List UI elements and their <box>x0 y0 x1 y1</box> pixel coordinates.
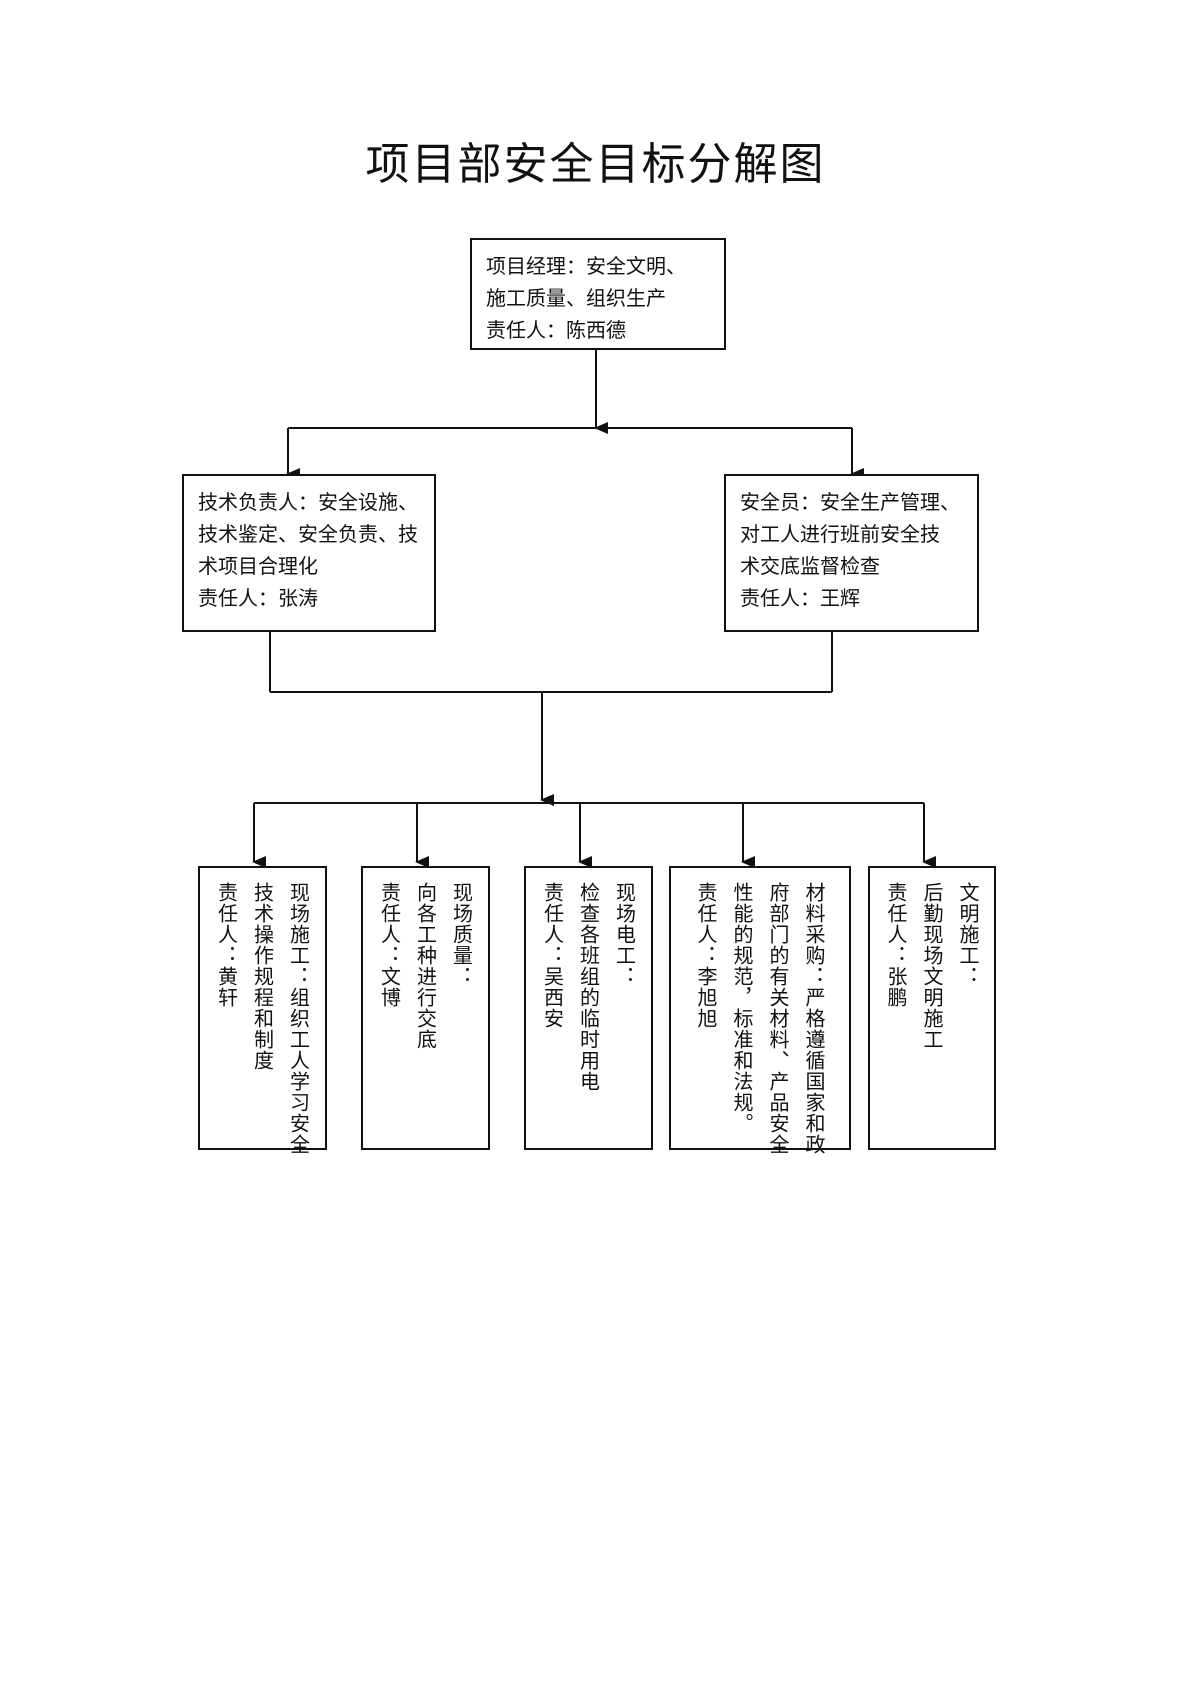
project-manager-line-3: 责任人：陈西德 <box>486 318 626 342</box>
safety-officer-line-2: 对工人进行班前安全技 <box>740 522 940 546</box>
technical-lead-line-1: 技术负责人：安全设施、 <box>198 490 418 514</box>
material-procurement-col-1: 材料采购：严格遵循国家和政 <box>802 882 826 1155</box>
site-quality-box: 现场质量： 向各工种进行交底 责任人：文博 <box>361 866 490 1150</box>
safety-officer-line-4: 责任人：王辉 <box>740 586 860 610</box>
site-electrician-box: 现场电工： 检查各班组的临时用电 责任人：吴西安 <box>524 866 653 1150</box>
technical-lead-line-4: 责任人：张涛 <box>198 586 318 610</box>
site-quality-col-1: 现场质量： <box>449 882 474 987</box>
project-manager-box: 项目经理：安全文明、 施工质量、组织生产 责任人：陈西德 <box>470 238 726 350</box>
site-quality-col-2: 向各工种进行交底 <box>413 882 438 1050</box>
site-electrician-col-1: 现场电工： <box>612 882 637 987</box>
site-construction-col-1: 现场施工：组织工人学习安全 <box>286 882 311 1155</box>
technical-lead-box: 技术负责人：安全设施、 技术鉴定、安全负责、技 术项目合理化 责任人：张涛 <box>182 474 436 632</box>
page-title: 项目部安全目标分解图 <box>365 139 826 190</box>
material-procurement-col-4: 责任人：李旭旭 <box>694 882 718 1029</box>
civilized-construction-col-2: 后勤现场文明施工 <box>920 882 944 1050</box>
safety-officer-box: 安全员：安全生产管理、 对工人进行班前安全技 术交底监督检查 责任人：王辉 <box>724 474 979 632</box>
material-procurement-box: 材料采购：严格遵循国家和政 府部门的有关材料、产品安全 性能的规范，标准和法规。… <box>669 866 851 1155</box>
site-quality-col-3: 责任人：文博 <box>377 882 402 1008</box>
site-electrician-col-3: 责任人：吴西安 <box>540 882 565 1029</box>
material-procurement-col-3: 性能的规范，标准和法规。 <box>730 882 754 1134</box>
technical-lead-line-3: 术项目合理化 <box>198 554 318 578</box>
safety-officer-line-1: 安全员：安全生产管理、 <box>740 490 960 514</box>
safety-officer-line-3: 术交底监督检查 <box>740 554 880 578</box>
site-construction-col-2: 技术操作规程和制度 <box>250 882 275 1071</box>
project-manager-line-2: 施工质量、组织生产 <box>486 286 666 310</box>
technical-lead-line-2: 技术鉴定、安全负责、技 <box>198 522 418 546</box>
project-manager-line-1: 项目经理：安全文明、 <box>486 254 686 278</box>
civilized-construction-col-3: 责任人：张鹏 <box>884 882 908 1008</box>
site-construction-box: 现场施工：组织工人学习安全 技术操作规程和制度 责任人：黄轩 <box>198 866 327 1155</box>
material-procurement-col-2: 府部门的有关材料、产品安全 <box>766 882 790 1155</box>
civilized-construction-col-1: 文明施工： <box>956 882 980 987</box>
site-electrician-col-2: 检查各班组的临时用电 <box>576 882 601 1092</box>
civilized-construction-box: 文明施工： 后勤现场文明施工 责任人：张鹏 <box>868 866 996 1150</box>
site-construction-col-3: 责任人：黄轩 <box>214 882 239 1008</box>
